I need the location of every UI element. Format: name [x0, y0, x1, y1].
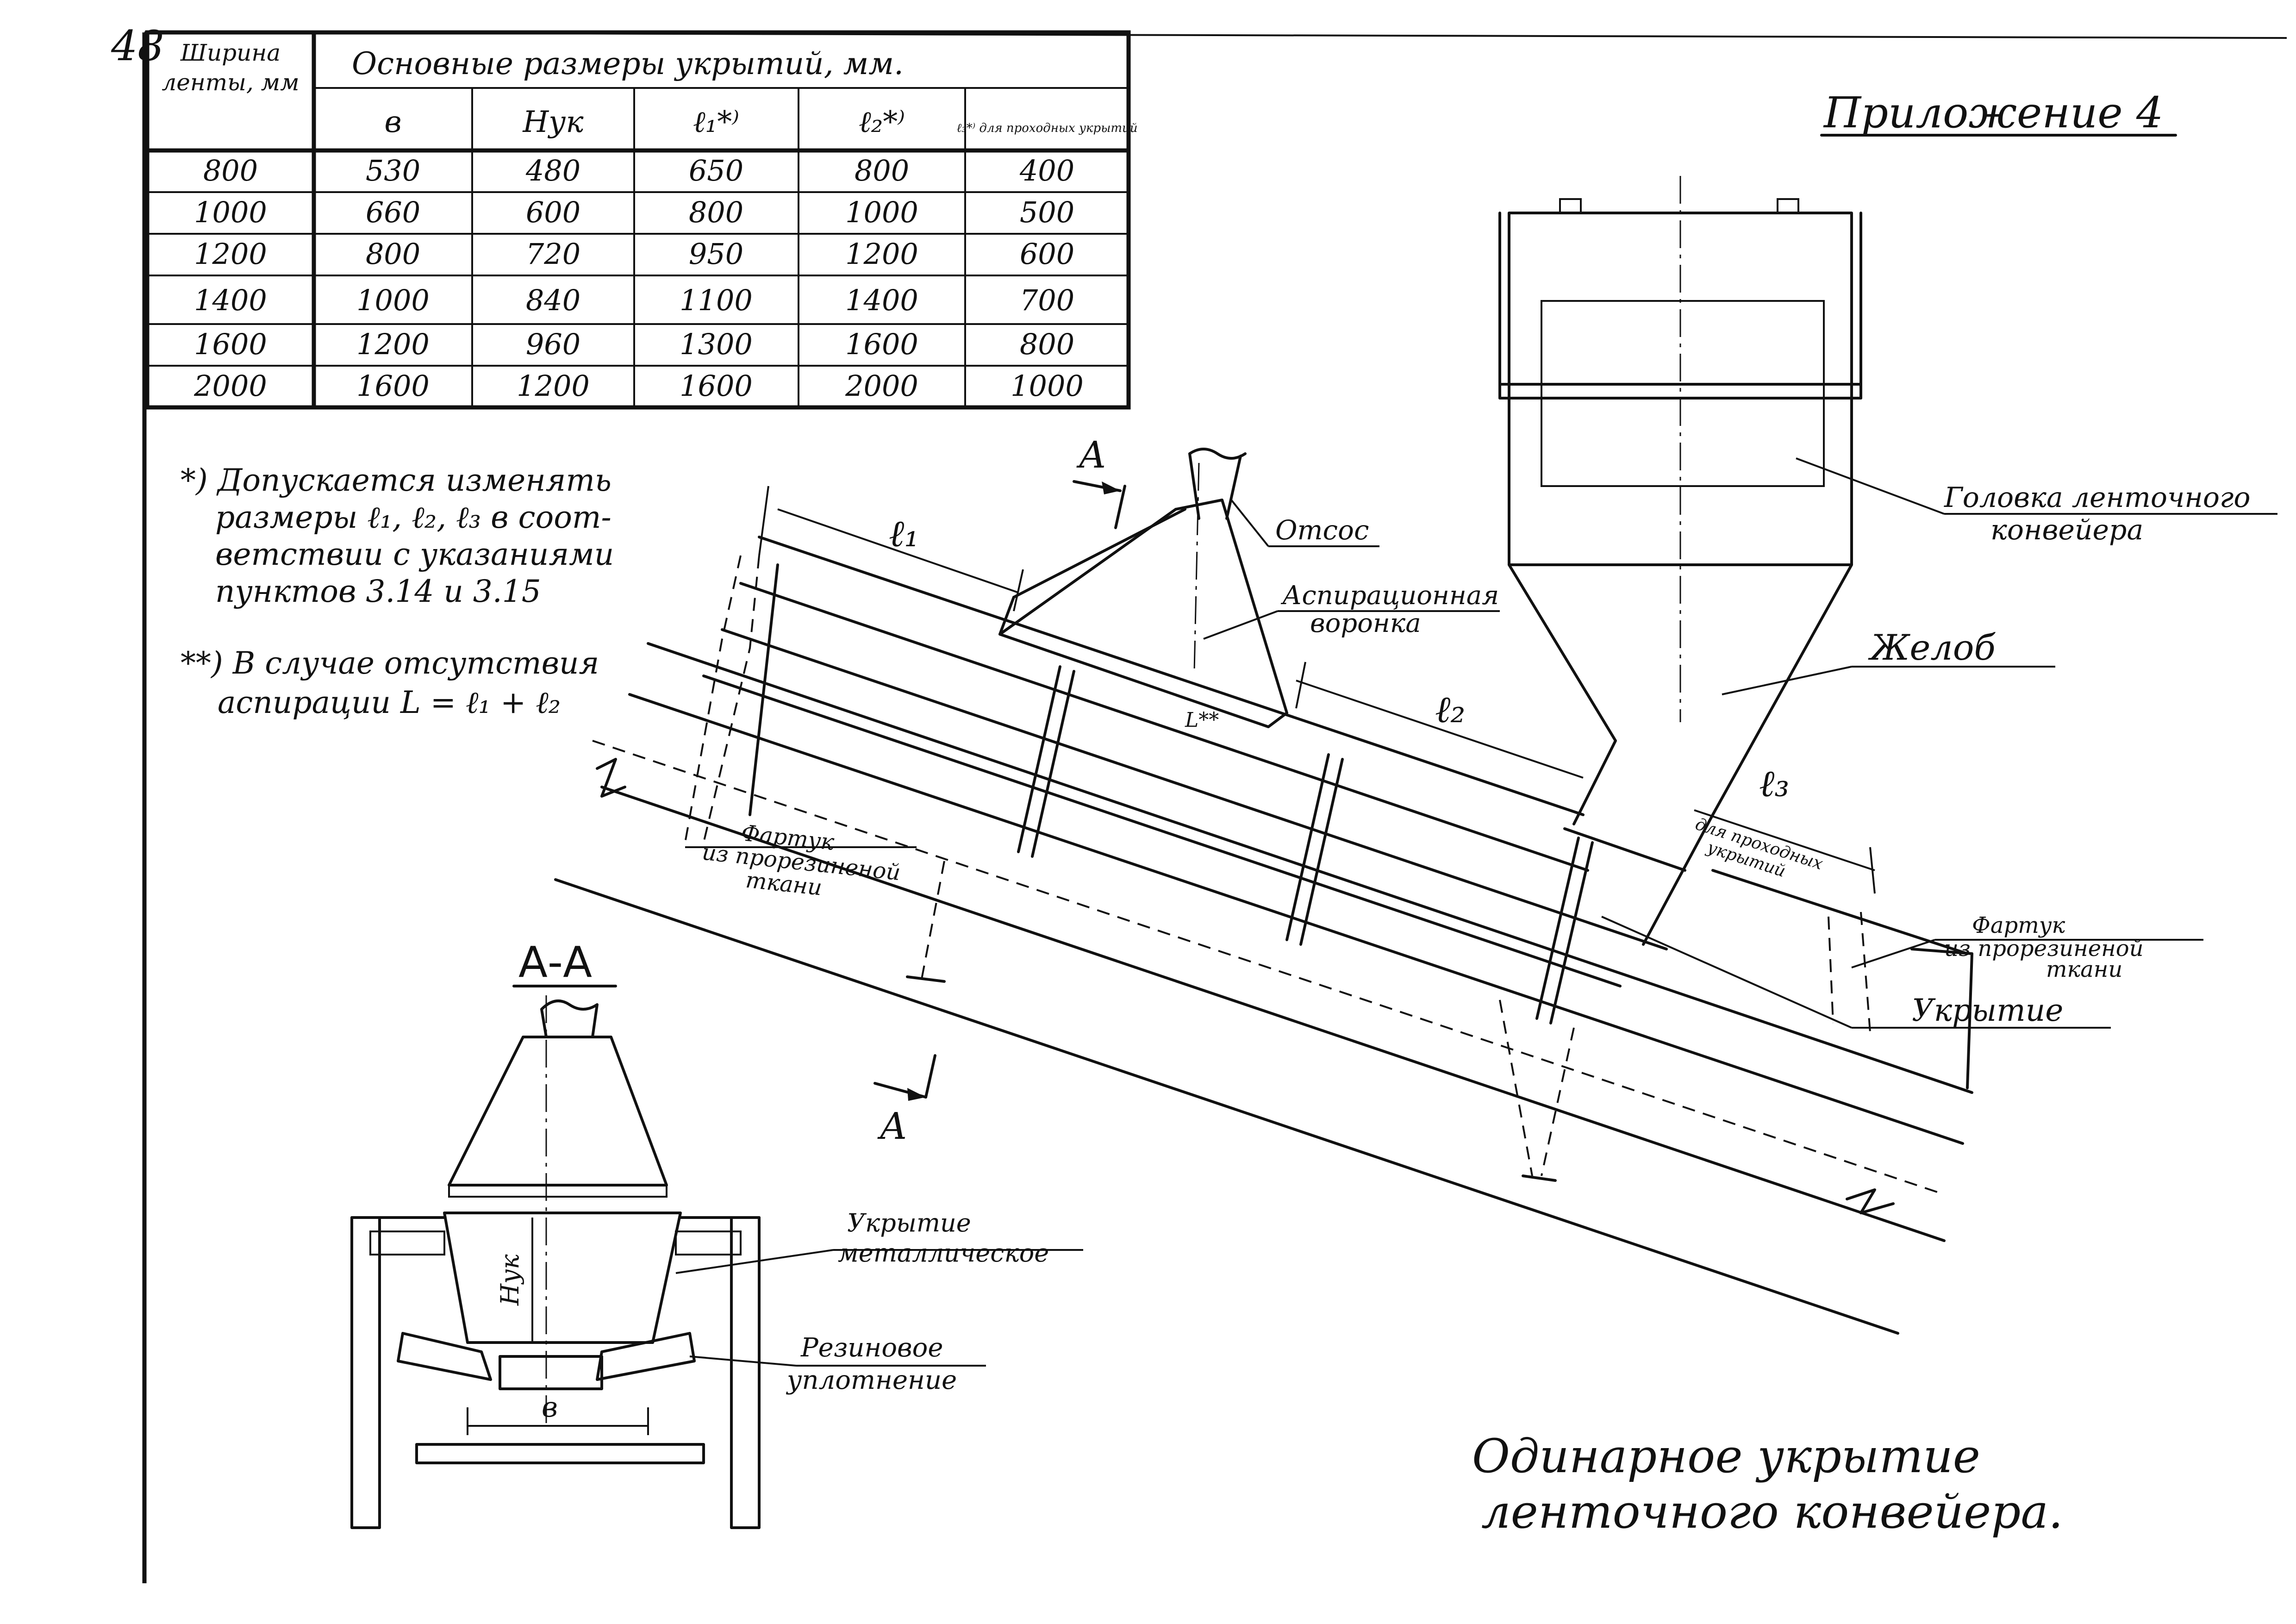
column-header: ℓ₁*⁾ [693, 105, 739, 139]
table-cell: 1000 [356, 283, 430, 317]
label-rubber-seal-1: Резиновое [800, 1333, 943, 1363]
dim-l3: ℓ₃ [1759, 762, 1789, 805]
label-apron-right-3: ткани [2046, 956, 2122, 982]
table-cell: 1000 [1011, 369, 1084, 403]
table-cell: 480 [525, 154, 580, 187]
label-chute: Желоб [1868, 627, 1996, 668]
table-cell: 1600 [680, 369, 753, 403]
main-dimensions-header: Основные размеры укрытий, мм. [352, 46, 904, 81]
section-mark-top: А [1076, 433, 1107, 476]
label-head-1: Головка ленточного [1944, 481, 2250, 514]
column-header: ℓ₃*⁾ для проходных укрытий [956, 121, 1137, 135]
label-metal-cover-2: металлическое [838, 1238, 1049, 1268]
section-mark-bottom: А [877, 1105, 908, 1148]
footnote-2-line: **) В случае отсутствия [181, 645, 599, 681]
footnote-2: **) В случае отсутствия аспирации L = ℓ₁ … [181, 645, 599, 720]
belt-width-cell: 1600 [194, 327, 267, 361]
footnote-1-line: ветствии с указаниями [215, 537, 614, 572]
section-a-a: А-А Нук в Укрытие металлическое [350, 937, 1083, 1529]
column-header: Нук [522, 105, 584, 139]
dim-b: в [542, 1391, 558, 1424]
table-cell: 660 [366, 195, 420, 229]
label-head-2: конвейера [1990, 514, 2143, 546]
dim-length-L: L** [1185, 708, 1219, 732]
table-cell: 840 [526, 283, 580, 317]
belt-width-header: Ширина ленты, мм [162, 39, 299, 96]
table-cell: 600 [526, 195, 580, 229]
footnote-2-line: аспирации L = ℓ₁ + ℓ₂ [218, 685, 561, 720]
table-body: 800 530 480 650 800 400 1000 660 600 800 1000 500 12… [193, 154, 1084, 403]
table-cell: 1400 [845, 283, 918, 317]
table-cell: 720 [526, 237, 580, 271]
belt-width-cell: 1400 [194, 283, 267, 317]
table-cell: 2000 [845, 369, 918, 403]
belt-width-cell: 2000 [193, 369, 267, 403]
table-cell: 500 [1020, 195, 1074, 229]
drawing-title-line-2: ленточного конвейера. [1481, 1485, 2063, 1539]
table-cell: 1100 [680, 283, 753, 317]
table-cell: 1200 [845, 237, 918, 271]
dim-l2: ℓ₂ [1435, 688, 1465, 731]
belt-width-cell: 1200 [194, 237, 267, 271]
table-cell: 800 [366, 237, 420, 271]
sheet-number: 48 [111, 22, 164, 70]
table-cell: 960 [526, 327, 580, 361]
section-title: А-А [518, 937, 592, 987]
table-cell: 650 [689, 154, 743, 187]
dim-l1: ℓ₁ [889, 512, 919, 555]
column-headers: в Нук ℓ₁*⁾ ℓ₂*⁾ ℓ₃*⁾ для проходных укрытий [384, 105, 1137, 139]
label-metal-cover-1: Укрытие [847, 1208, 971, 1237]
table-cell: 800 [1020, 327, 1074, 361]
table-cell: 950 [689, 237, 743, 271]
footnote-1-line: *) Допускается изменять [181, 462, 611, 498]
table-cell: 530 [366, 154, 420, 187]
table-cell: 400 [1019, 154, 1074, 187]
belt-width-cell: 1000 [194, 195, 267, 229]
appendix-title: Приложение 4 [1823, 88, 2163, 137]
footnote-1-line: пунктов 3.14 и 3.15 [215, 574, 541, 609]
label-cover: Укрытие [1912, 993, 2063, 1028]
label-funnel-2: воронка [1310, 608, 1421, 638]
label-apron-right-2: из прорезиненой [1944, 936, 2144, 962]
table-cell: 600 [1020, 237, 1074, 271]
table-cell: 800 [689, 195, 743, 229]
label-apron-right-1: Фартук [1972, 912, 2065, 938]
belt-width-cell: 800 [203, 154, 258, 187]
column-header: ℓ₂*⁾ [859, 105, 905, 139]
table-cell: 800 [855, 154, 909, 187]
table-cell: 700 [1020, 283, 1074, 317]
column-header: в [384, 105, 401, 139]
label-funnel-1: Аспирационная [1280, 581, 1499, 611]
label-suction: Отсос [1275, 514, 1369, 546]
conveyor-side-view: А А ℓ₁ ℓ₂ L** ℓ₃ для проходных укрытий О… [554, 176, 2277, 1335]
label-rubber-seal-2: уплотнение [786, 1365, 957, 1395]
footnote-1-line: размеры ℓ₁, ℓ₂, ℓ₃ в соот- [215, 500, 611, 535]
dimensions-table: Ширина ленты, мм Основные размеры укрыти… [145, 30, 1138, 410]
dim-h-cover: Нук [495, 1254, 524, 1306]
table-cell: 1200 [356, 327, 430, 361]
table-cell: 1200 [517, 369, 590, 403]
table-cell: 1300 [680, 327, 753, 361]
drawing-title-line-1: Одинарное укрытие [1472, 1429, 1980, 1483]
table-cell: 1600 [356, 369, 430, 403]
table-cell: 1600 [845, 327, 918, 361]
table-cell: 1000 [845, 195, 918, 229]
